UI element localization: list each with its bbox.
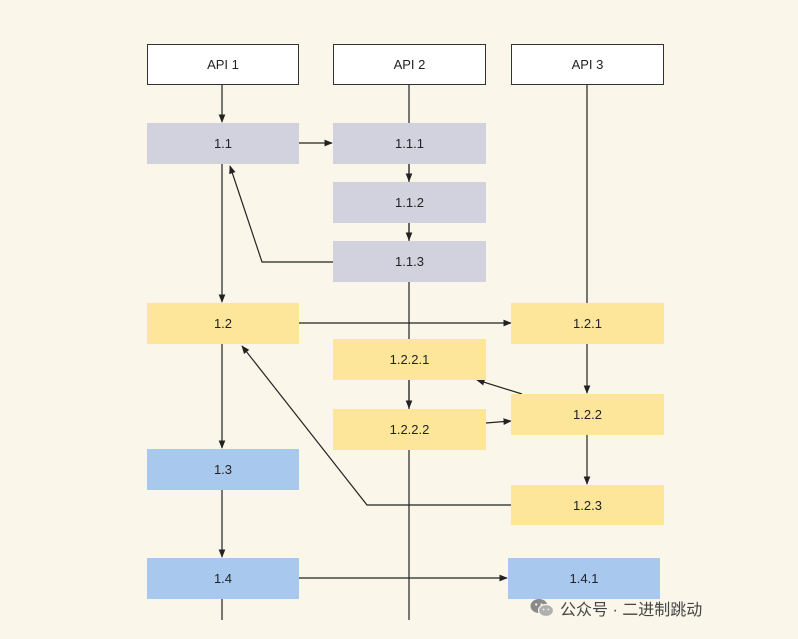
header-api-3: API 3 xyxy=(511,44,664,85)
step-1-2-2-2: 1.2.2.2 xyxy=(333,409,486,450)
wechat-icon xyxy=(530,597,554,619)
step-1-2-3: 1.2.3 xyxy=(511,485,664,525)
step-1-3: 1.3 xyxy=(147,449,299,490)
arrow-1-2-2-2-to-1-2-2 xyxy=(485,418,512,425)
header-api-1: API 1 xyxy=(147,44,299,85)
step-1-2-2: 1.2.2 xyxy=(511,394,664,435)
arrow-1-1-3-return-1-1 xyxy=(229,165,333,263)
step-1-1-1: 1.1.1 xyxy=(333,123,486,164)
step-1-2: 1.2 xyxy=(147,303,299,344)
watermark-text: 公众号 · 二进制跳动 xyxy=(560,602,703,619)
header-api-2: API 2 xyxy=(333,44,486,85)
step-1-4-1: 1.4.1 xyxy=(508,558,660,599)
step-1-1-2: 1.1.2 xyxy=(333,182,486,223)
arrow-1-2-3-return-1-2 xyxy=(241,345,512,506)
step-1-4: 1.4 xyxy=(147,558,299,599)
step-1-2-1: 1.2.1 xyxy=(511,303,664,344)
watermark: 公众号 · 二进制跳动 xyxy=(530,596,702,620)
arrow-1-2-2-to-1-2-2-1 xyxy=(476,379,523,395)
step-1-2-2-1: 1.2.2.1 xyxy=(333,339,486,380)
step-1-1: 1.1 xyxy=(147,123,299,164)
step-1-1-3: 1.1.3 xyxy=(333,241,486,282)
